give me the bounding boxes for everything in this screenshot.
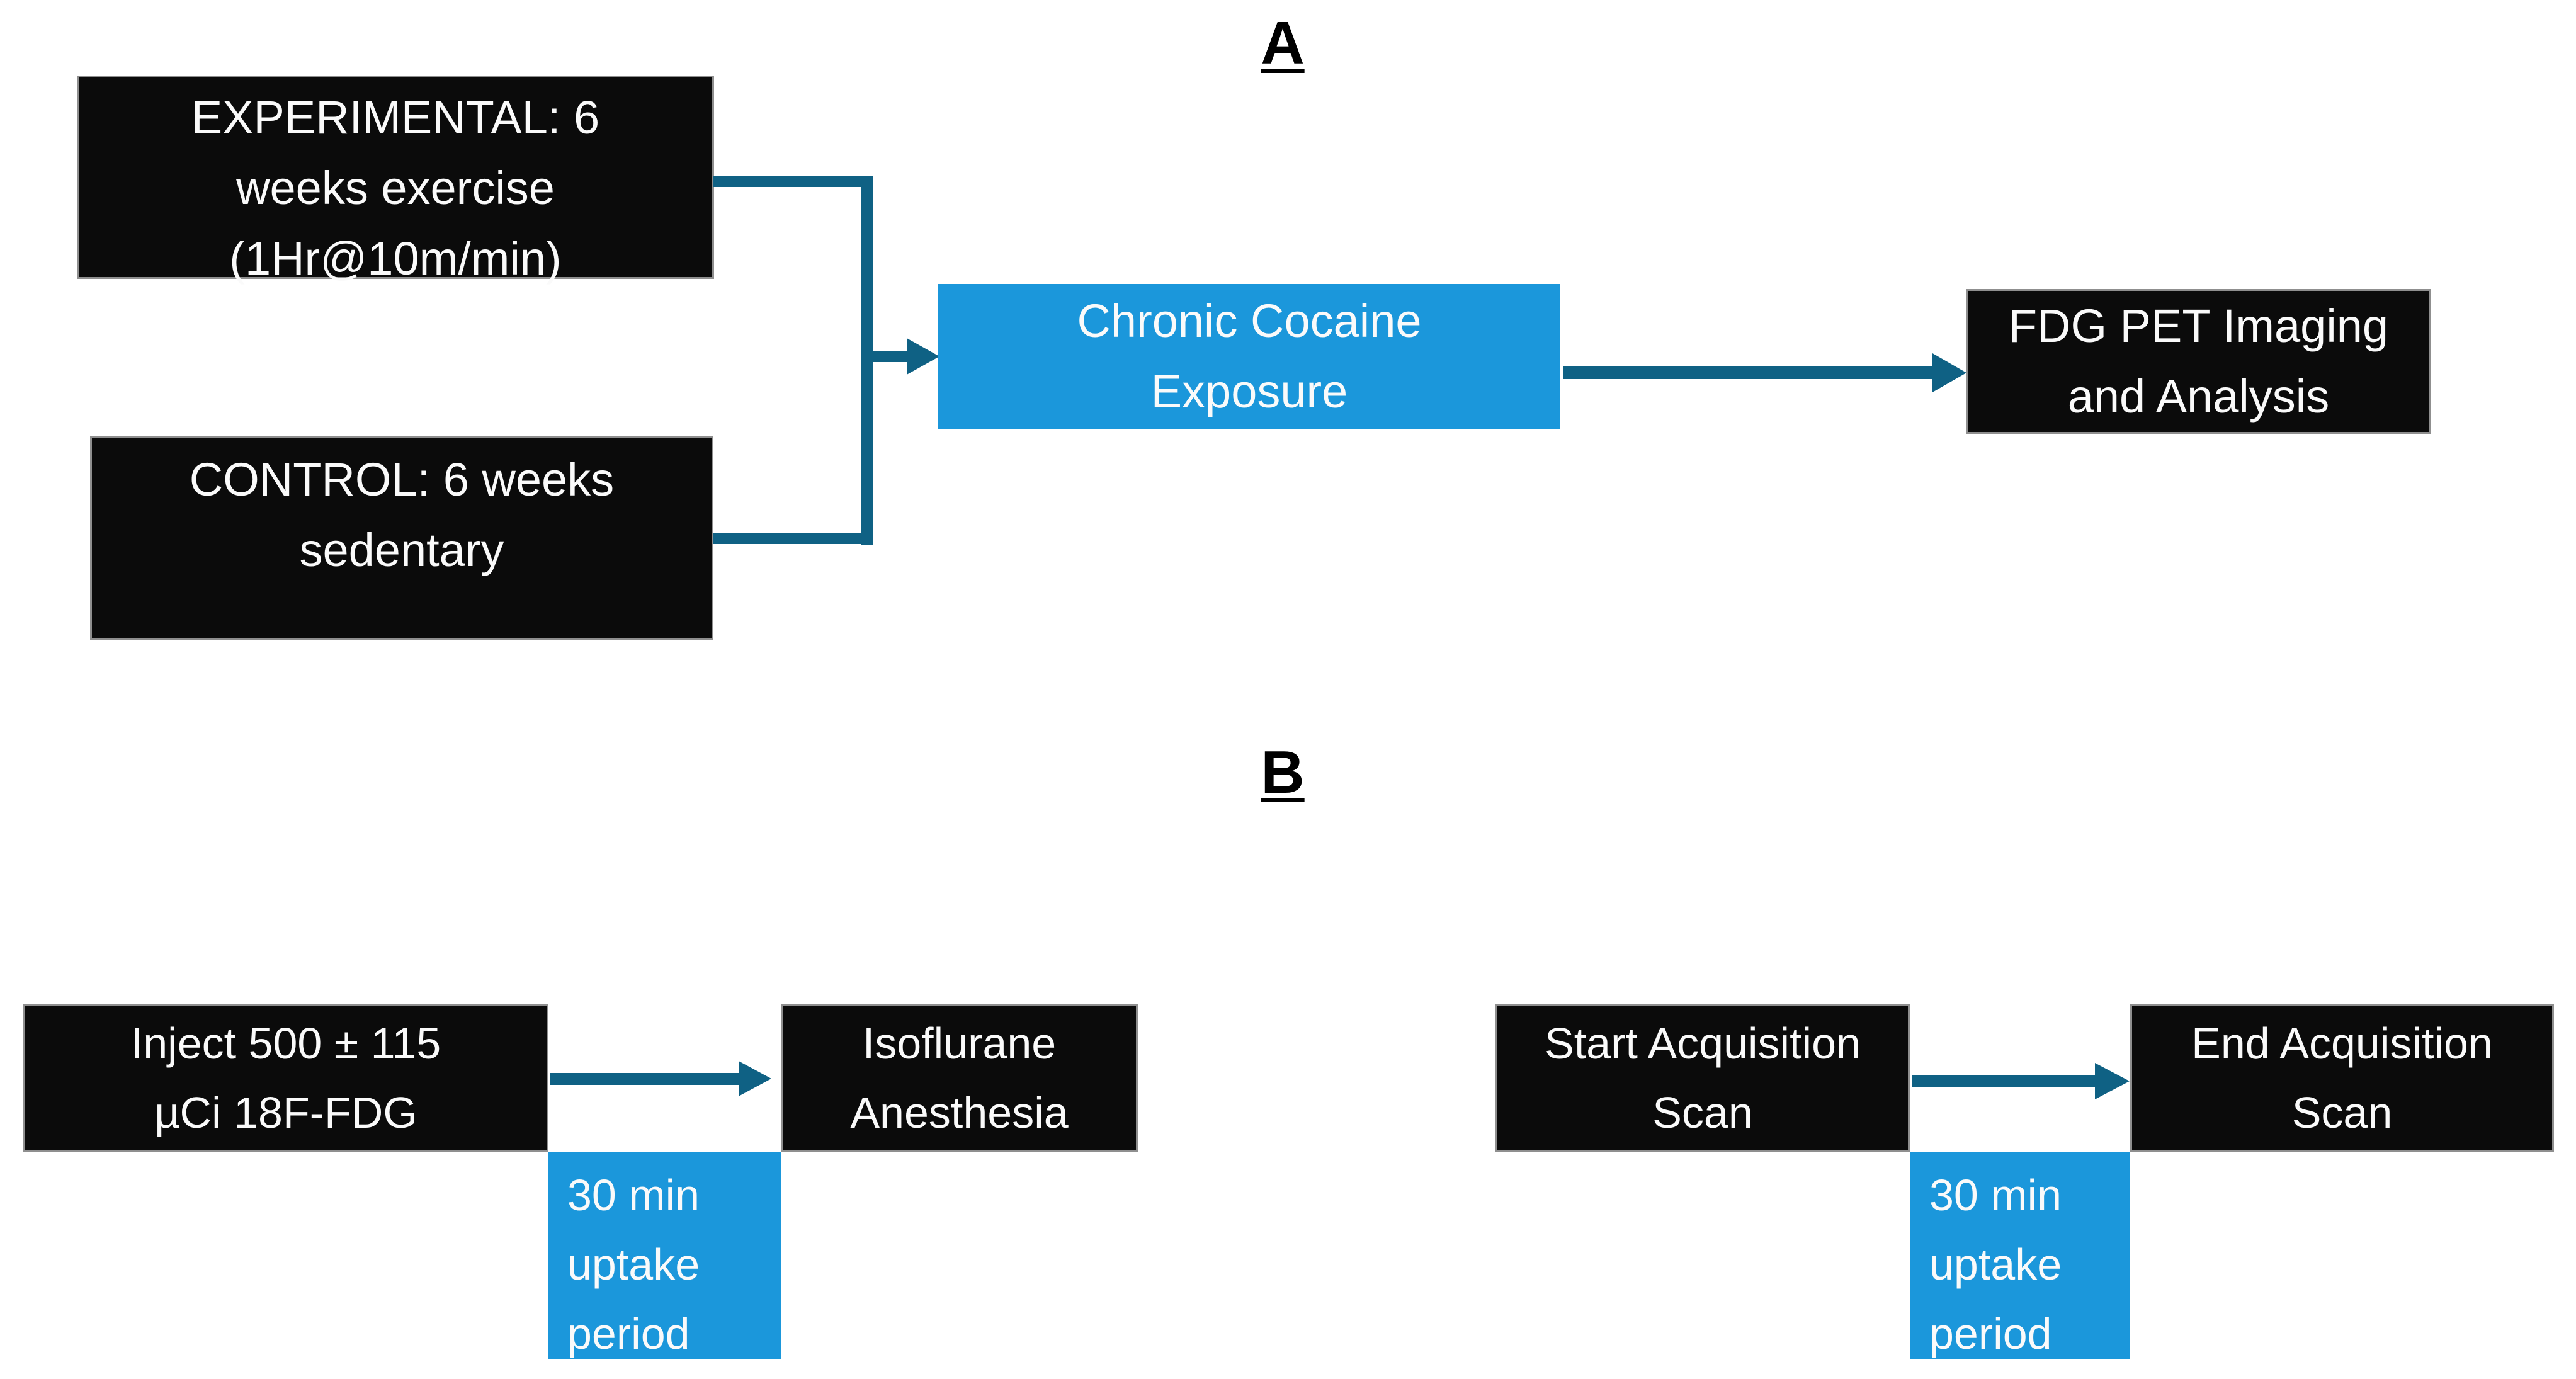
- box-uptake-right: 30 min uptake period: [1910, 1152, 2130, 1359]
- box-text-line: CONTROL: 6 weeks: [189, 453, 615, 506]
- box-text-line: weeks exercise: [236, 162, 555, 214]
- arrow-shaft: [550, 1073, 740, 1085]
- arrowhead-right-icon: [907, 338, 939, 375]
- arrowhead-right-icon: [739, 1061, 771, 1096]
- arrowhead-right-icon: [2095, 1063, 2130, 1099]
- box-text-line: and Analysis: [2067, 370, 2330, 423]
- connector-bracket-bottom: [713, 533, 873, 544]
- arrow-shaft: [1563, 366, 1934, 379]
- box-text-line: µCi 18F-FDG: [154, 1088, 417, 1137]
- box-control: CONTROL: 6 weeks sedentary: [90, 436, 713, 640]
- box-start-scan: Start Acquisition Scan: [1495, 1004, 1910, 1152]
- box-text-line: uptake: [567, 1240, 700, 1289]
- box-fdg-pet: FDG PET Imaging and Analysis: [1966, 289, 2431, 434]
- panel-b-label: B: [1261, 739, 1305, 806]
- box-text-line: Scan: [1652, 1088, 1753, 1137]
- panel-a-label: A: [1261, 9, 1305, 77]
- arrow-shaft: [873, 351, 908, 362]
- box-text-line: Chronic Cocaine: [1077, 295, 1422, 347]
- box-text-line: (1Hr@10m/min): [229, 232, 562, 285]
- box-text-line: End Acquisition: [2191, 1019, 2493, 1068]
- box-text-line: period: [567, 1309, 690, 1358]
- box-text-line: EXPERIMENTAL: 6: [191, 91, 600, 144]
- box-text-line: Inject 500 ± 115: [130, 1019, 441, 1068]
- box-text-line: Isoflurane: [862, 1019, 1057, 1068]
- connector-bracket-vertical: [861, 176, 873, 545]
- box-text-line: Scan: [2291, 1088, 2393, 1137]
- box-text-line: Anesthesia: [850, 1088, 1069, 1137]
- box-text-line: 30 min: [567, 1171, 700, 1220]
- arrow-shaft: [1912, 1075, 2096, 1087]
- box-end-scan: End Acquisition Scan: [2130, 1004, 2554, 1152]
- box-inject-fdg: Inject 500 ± 115 µCi 18F-FDG: [23, 1004, 548, 1152]
- box-text-line: uptake: [1929, 1240, 2062, 1289]
- box-isoflurane: Isoflurane Anesthesia: [781, 1004, 1138, 1152]
- box-text-line: sedentary: [299, 524, 504, 576]
- box-text-line: Exposure: [1150, 365, 1348, 417]
- arrowhead-right-icon: [1932, 353, 1966, 392]
- box-text-line: 30 min: [1929, 1171, 2062, 1220]
- connector-bracket-top: [713, 176, 873, 187]
- box-uptake-left: 30 min uptake period: [548, 1152, 781, 1359]
- box-experimental: EXPERIMENTAL: 6 weeks exercise (1Hr@10m/…: [77, 76, 714, 285]
- box-text-line: FDG PET Imaging: [2008, 300, 2389, 352]
- box-text-line: Start Acquisition: [1545, 1019, 1861, 1068]
- box-chronic-cocaine: Chronic Cocaine Exposure: [938, 284, 1560, 429]
- box-text-line: period: [1929, 1309, 2052, 1358]
